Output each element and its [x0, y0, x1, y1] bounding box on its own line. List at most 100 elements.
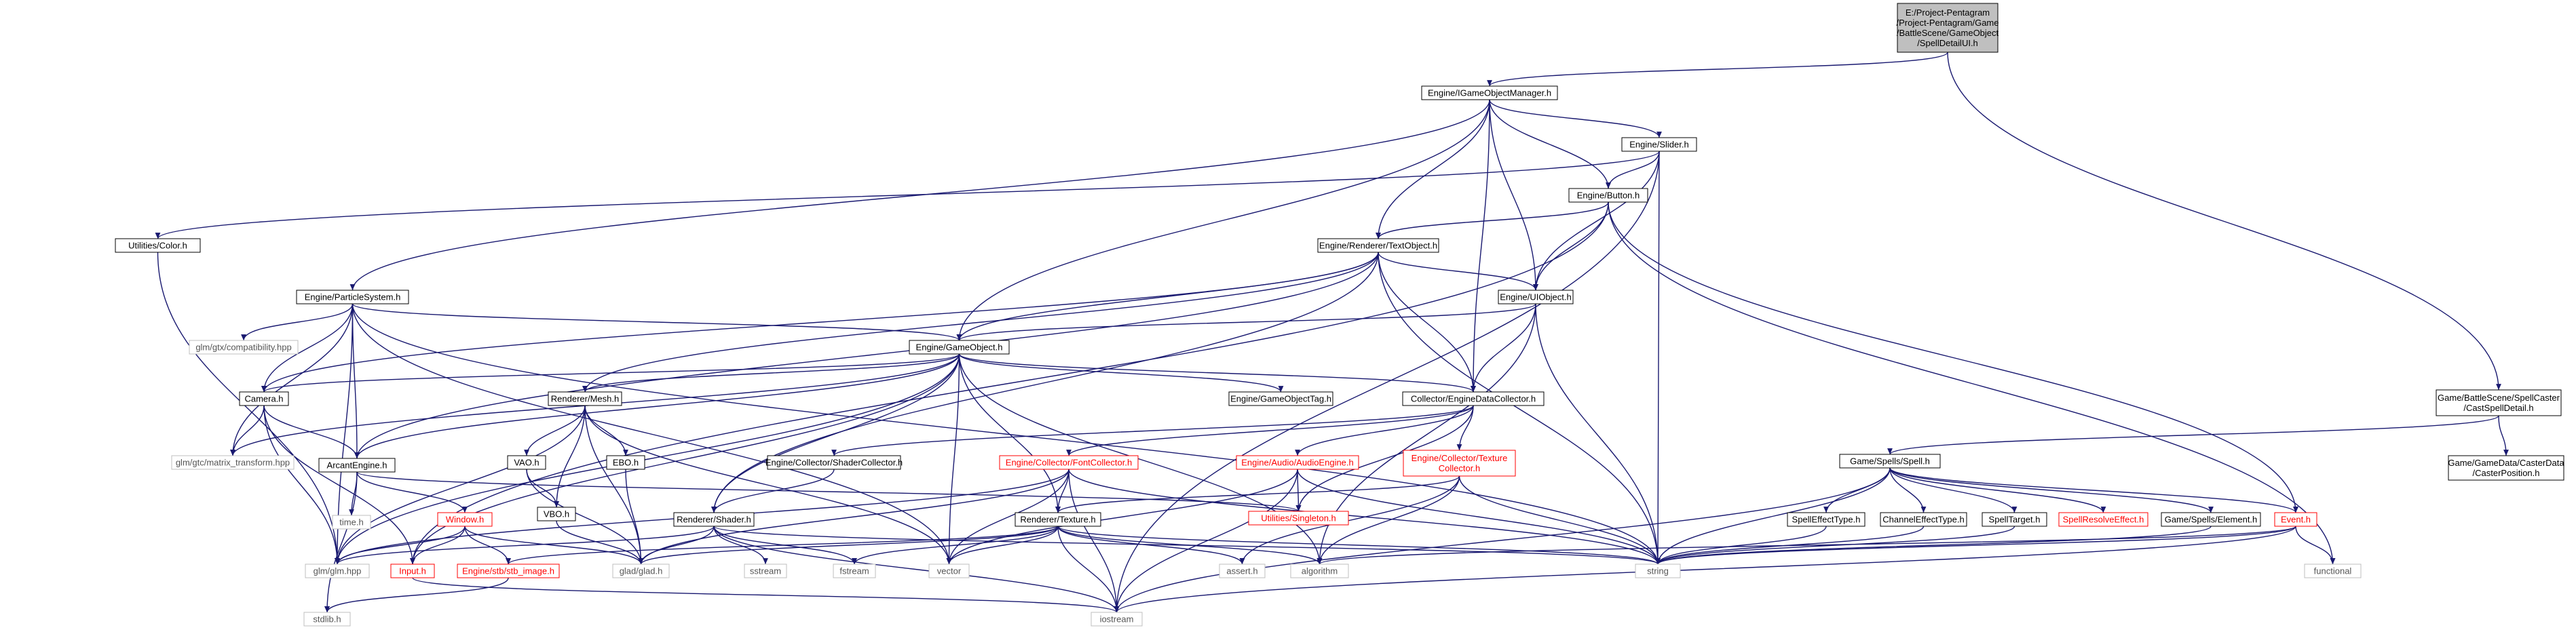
node-label: Event.h [2281, 515, 2311, 525]
node-sstream[interactable]: sstream [744, 564, 787, 578]
edge-slider-to-button [1606, 151, 1660, 189]
node-label: Utilities/Singleton.h [1261, 513, 1336, 524]
node-box [909, 340, 1010, 355]
edge-texture-to-vector [946, 526, 1059, 565]
node-element[interactable]: Game/Spells/Element.h [2161, 512, 2261, 527]
node-spelleff[interactable]: SpellEffectType.h [1787, 512, 1865, 527]
edge-shader-to-iostream [713, 526, 1120, 613]
node-functional[interactable]: functional [2304, 564, 2362, 578]
node-label: glm/gtc/matrix_transform.hpp [176, 458, 290, 468]
node-label: SpellTarget.h [1989, 515, 2041, 525]
edge-texcol-to-algorithm [1317, 475, 1460, 565]
node-mt[interactable]: glm/gtc/matrix_transform.hpp [171, 455, 295, 470]
edge-button-to-input [410, 201, 1609, 565]
node-vbo[interactable]: VBO.h [537, 507, 576, 521]
node-algorithm[interactable]: algorithm [1290, 564, 1349, 578]
node-shader[interactable]: Renderer/Shader.h [673, 512, 755, 527]
node-resolve[interactable]: SpellResolveEffect.h [2058, 512, 2148, 527]
node-window[interactable]: Window.h [437, 512, 493, 527]
node-channel[interactable]: ChannelEffectType.h [1880, 512, 1967, 527]
node-fstream[interactable]: fstream [833, 564, 876, 578]
node-iostream[interactable]: iostream [1091, 612, 1143, 627]
node-rto[interactable]: Engine/Renderer/TextObject.h [1317, 238, 1439, 253]
node-arcant[interactable]: ArcantEngine.h [318, 458, 396, 473]
edge-go-to-shader [711, 353, 960, 513]
node-box [2304, 564, 2362, 578]
node-compat[interactable]: glm/gtx/compatibility.hpp [189, 340, 299, 355]
node-label: sstream [750, 566, 781, 576]
node-time[interactable]: time.h [332, 515, 371, 530]
node-box [1421, 85, 1558, 100]
node-box [1219, 564, 1266, 578]
node-camera[interactable]: Camera.h [239, 391, 289, 406]
node-casterdata[interactable]: Game/GameData/CasterData/CasterPosition.… [2448, 455, 2564, 481]
node-box [612, 564, 670, 578]
node-shcol[interactable]: Engine/Collector/ShaderCollector.h [765, 455, 903, 470]
node-box [1880, 512, 1967, 527]
edge-gamespell-to-target [1889, 467, 2018, 513]
node-input[interactable]: Input.h [390, 564, 435, 578]
node-label: EBO.h [613, 458, 639, 468]
node-color[interactable]: Utilities/Color.h [115, 238, 201, 253]
node-fontcol[interactable]: Engine/Collector/FontCollector.h [999, 455, 1139, 470]
edge-ps-to-camera [261, 303, 354, 393]
node-uio[interactable]: Engine/UIObject.h [1498, 290, 1574, 304]
node-vector[interactable]: vector [928, 564, 970, 578]
node-gamespell[interactable]: Game/Spells/Spell.h [1839, 454, 1941, 469]
node-gotag[interactable]: Engine/GameObjectTag.h [1228, 391, 1333, 406]
node-root[interactable]: E:/Project-Pentagram/Project-Pentagram/G… [1896, 3, 1999, 53]
edge-arcant-to-window [356, 471, 468, 513]
node-string[interactable]: string [1635, 564, 1681, 578]
node-edc[interactable]: Collector/EngineDataCollector.h [1402, 391, 1545, 406]
edge-go-to-input [410, 353, 960, 565]
edge-button-to-uio [1533, 201, 1609, 291]
node-texture[interactable]: Renderer/Texture.h [1015, 512, 1101, 527]
node-stbimg[interactable]: Engine/stb/stb_image.h [457, 564, 560, 578]
node-label: /CasterPosition.h [2473, 468, 2540, 478]
node-assert[interactable]: assert.h [1219, 564, 1266, 578]
edge-fontcol-to-iostream [1068, 469, 1120, 613]
node-box [1839, 454, 1941, 469]
node-box [1498, 290, 1574, 304]
node-label: Engine/Collector/FontCollector.h [1006, 458, 1132, 468]
node-button[interactable]: Engine/Button.h [1568, 188, 1648, 203]
node-glm[interactable]: glm/glm.hpp [305, 564, 370, 578]
edge-gamespell-to-event [1889, 467, 2298, 513]
node-ps[interactable]: Engine/ParticleSystem.h [296, 290, 409, 304]
node-box [457, 564, 560, 578]
node-stdlib[interactable]: stdlib.h [303, 612, 351, 627]
edge-rto-to-edc [1378, 252, 1476, 393]
edge-spelleff-to-string [1655, 526, 1827, 565]
node-vao[interactable]: VAO.h [507, 455, 546, 470]
node-event[interactable]: Event.h [2274, 512, 2317, 527]
edge-root-to-igom [1487, 52, 1948, 87]
node-box [332, 515, 371, 530]
node-ebo[interactable]: EBO.h [606, 455, 645, 470]
node-box [606, 455, 645, 470]
node-label: ArcantEngine.h [327, 460, 387, 471]
edge-go-to-mesh [582, 353, 960, 393]
node-label: Engine/Collector/Texture [1412, 453, 1508, 463]
edge-button-to-rto [1376, 201, 1609, 239]
edge-window-to-glad [464, 526, 644, 565]
edge-target-to-string [1655, 526, 2015, 565]
node-label: /SpellDetailUI.h [1917, 38, 1978, 48]
node-igom[interactable]: Engine/IGameObjectManager.h [1421, 85, 1558, 100]
node-target[interactable]: SpellTarget.h [1982, 512, 2047, 527]
edge-texcol-to-texture [1055, 475, 1460, 513]
node-singleton[interactable]: Utilities/Singleton.h [1248, 511, 1349, 526]
edge-go-to-edc [958, 353, 1476, 393]
node-box [833, 564, 876, 578]
node-audio[interactable]: Engine/Audio/AudioEngine.h [1236, 455, 1359, 470]
node-go[interactable]: Engine/GameObject.h [909, 340, 1010, 355]
node-glad[interactable]: glad/glad.h [612, 564, 670, 578]
node-cast[interactable]: Game/BattleScene/SpellCaster/CastSpellDe… [2436, 389, 2562, 416]
node-box [1982, 512, 2047, 527]
edge-cast-to-casterdata [2498, 415, 2509, 456]
node-slider[interactable]: Engine/Slider.h [1621, 137, 1697, 152]
node-mesh[interactable]: Renderer/Mesh.h [548, 391, 622, 406]
node-box [296, 290, 409, 304]
edge-audio-to-iostream [1114, 469, 1298, 613]
edge-mesh-to-vbo [554, 405, 586, 508]
